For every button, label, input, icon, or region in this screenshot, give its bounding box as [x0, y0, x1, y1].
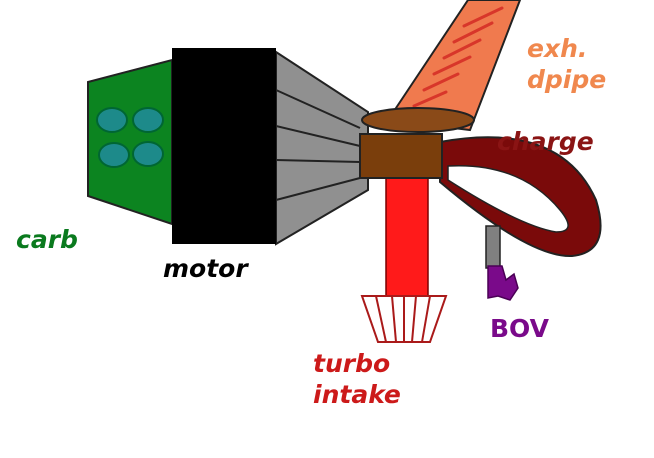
exhaust-stripes [412, 6, 504, 108]
charge-label: charge [497, 127, 594, 156]
bov-valve [487, 265, 519, 301]
carb-body [87, 58, 173, 226]
bov-pipe [485, 225, 501, 269]
headers-body [275, 50, 369, 246]
turbo-intake-label-line1: turbo [313, 349, 391, 378]
exhaust-headers [275, 50, 369, 246]
motor-block [172, 48, 276, 244]
carb-label: carb [16, 225, 78, 254]
intake-filter [360, 295, 448, 343]
carb [87, 58, 173, 226]
exhaust-label-line2: dpipe [527, 65, 607, 94]
turbo-intake-label-line2: intake [313, 380, 401, 409]
turbo-flange [361, 107, 475, 133]
turbo-housing [359, 133, 443, 179]
intake-pipe [385, 175, 429, 301]
charge-pipe-inner [447, 164, 569, 233]
turbo-intake-label: turbo intake [313, 348, 401, 410]
carb-bowls [96, 107, 164, 168]
exhaust-downpipe [386, 0, 522, 132]
exhaust-label-line1: exh. [527, 34, 588, 63]
motor-label: motor [163, 254, 248, 283]
exhaust-label: exh. dpipe [527, 33, 606, 95]
bov-label: BOV [490, 314, 549, 343]
